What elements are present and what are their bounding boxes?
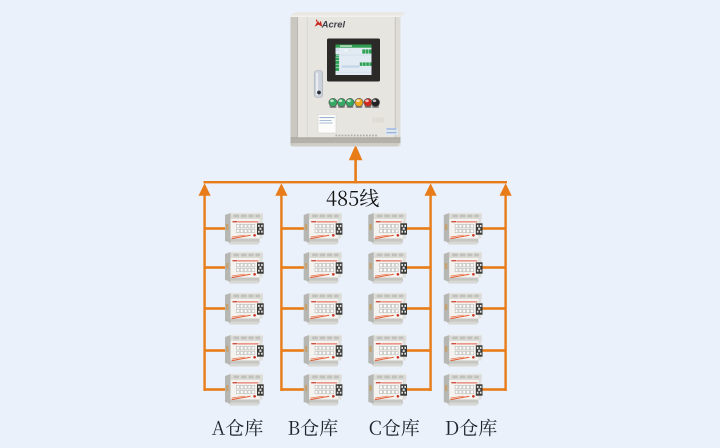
svg-text:Acrel: Acrel [321, 19, 346, 29]
